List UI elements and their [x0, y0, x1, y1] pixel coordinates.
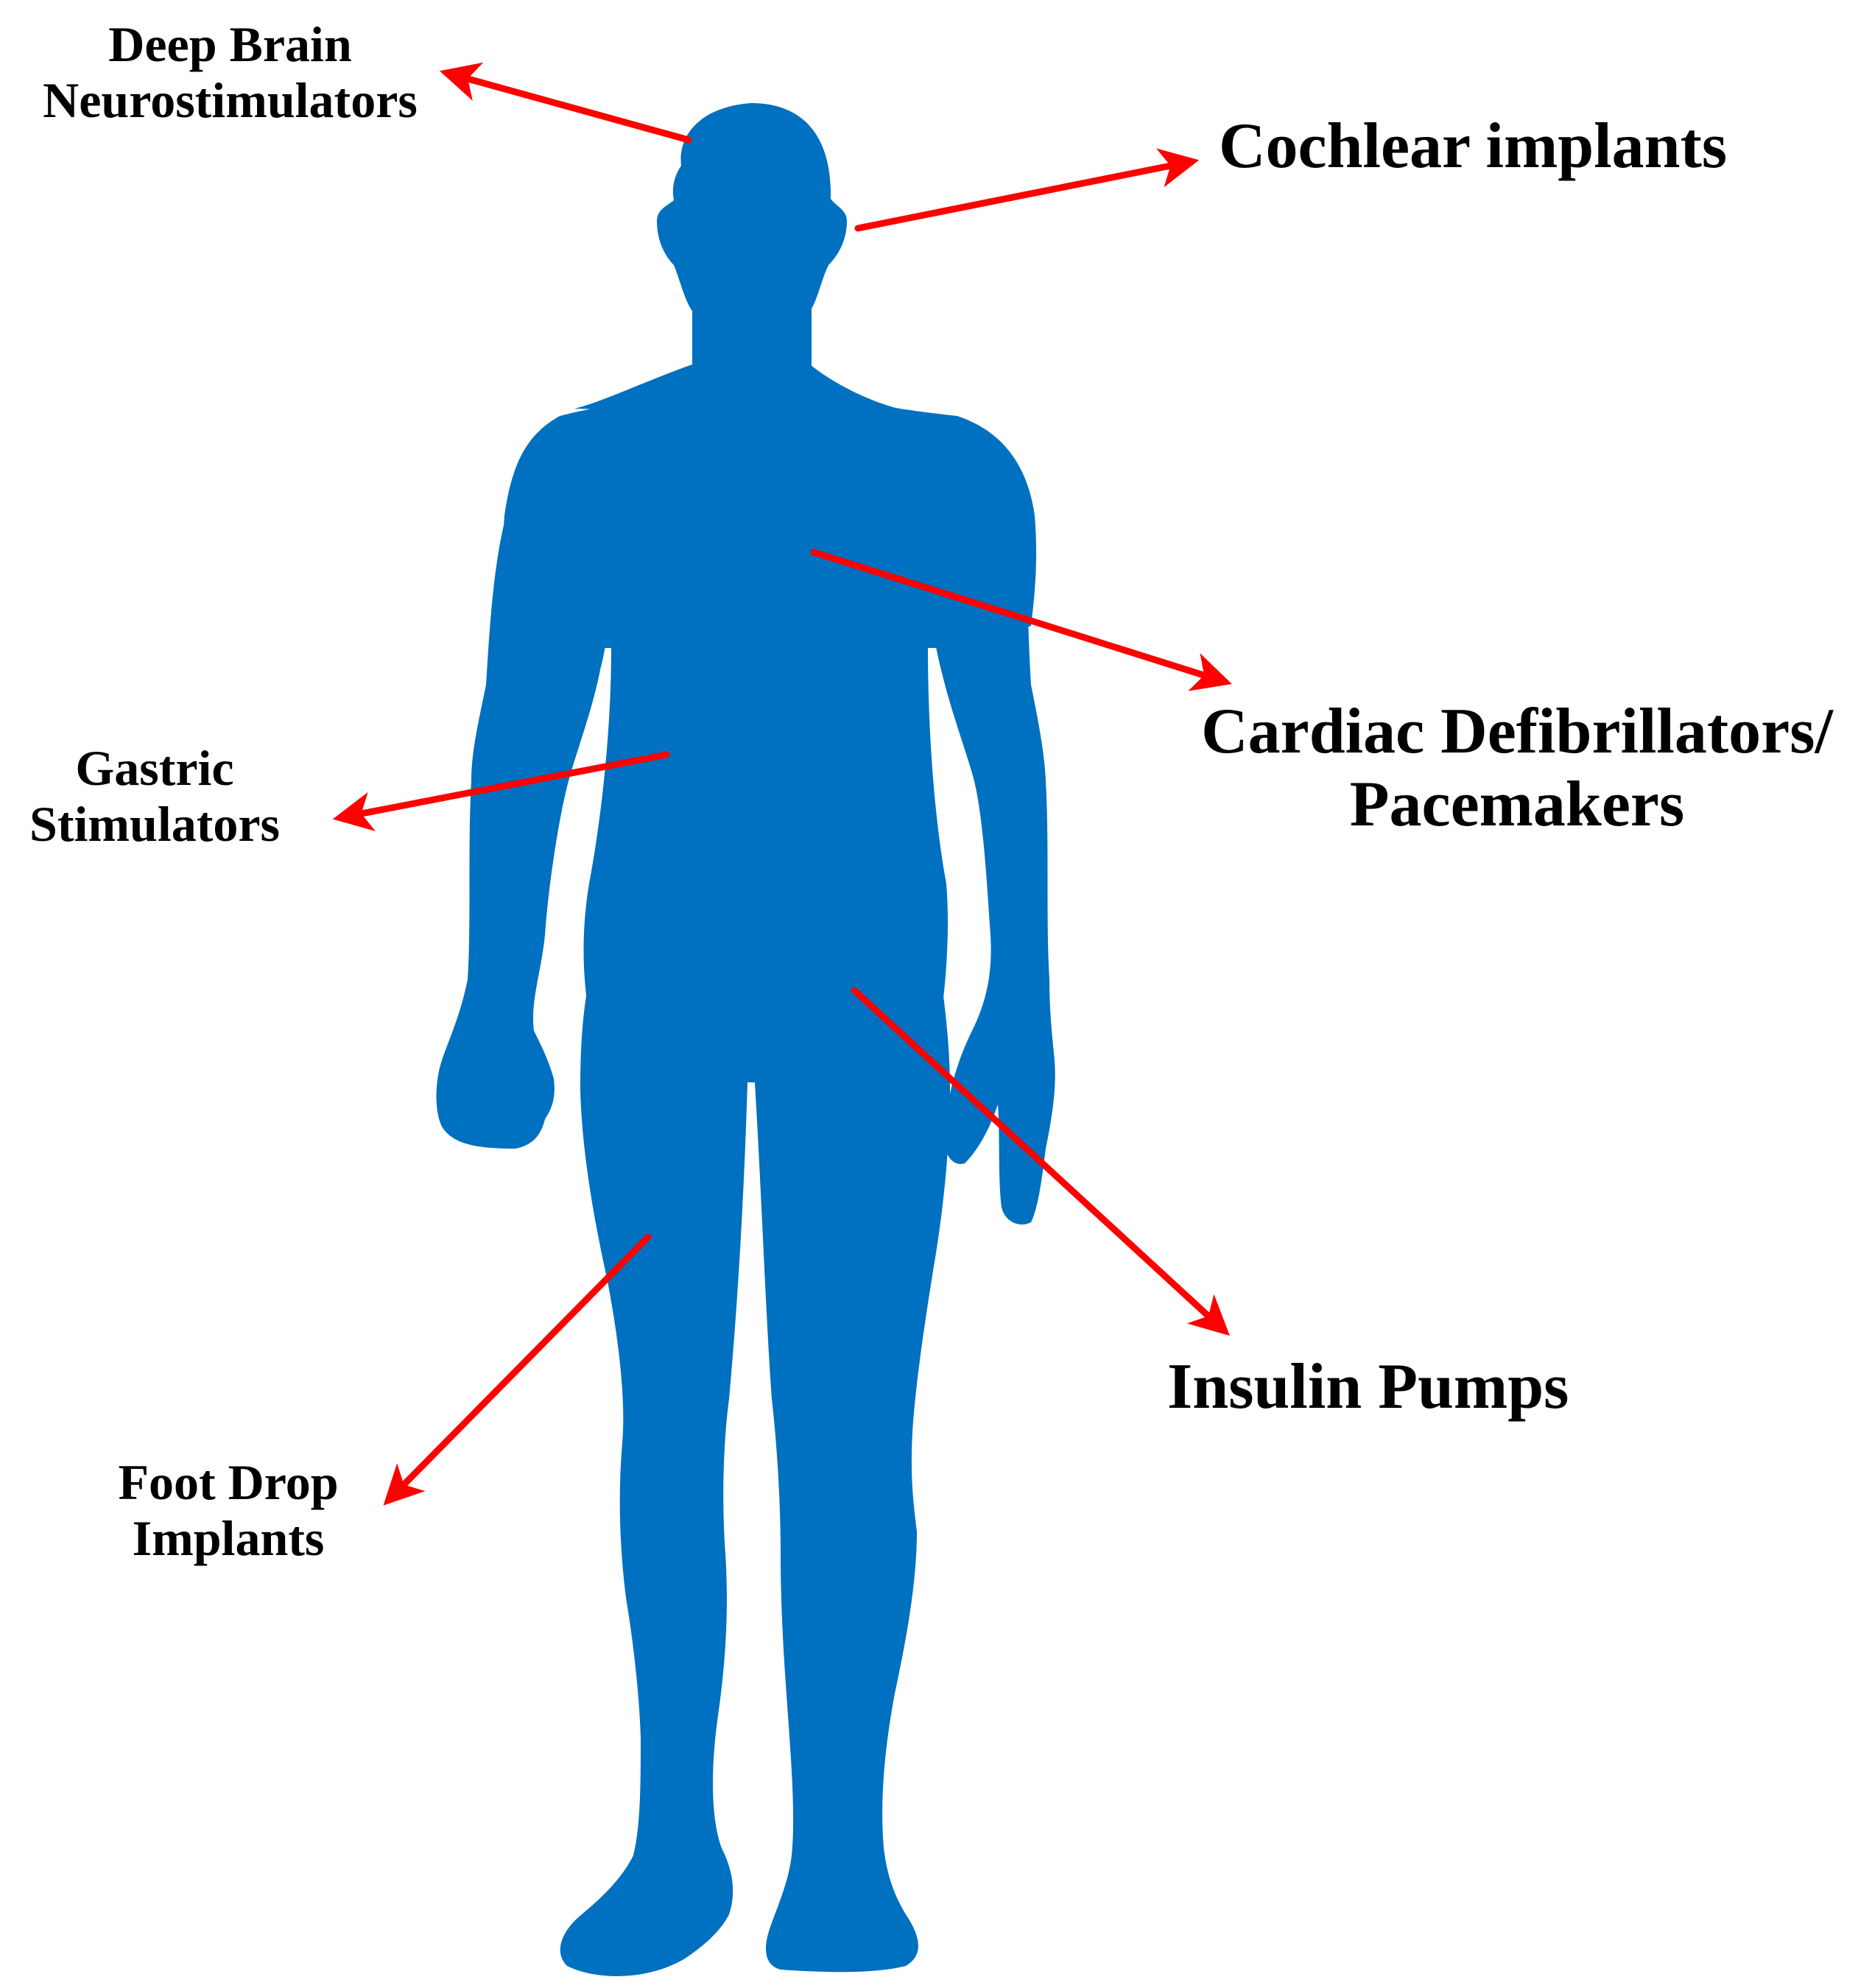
- label-gastric-line1: Gastric: [75, 740, 234, 796]
- human-body-silhouette: [436, 103, 1055, 1976]
- label-cochlear-line1: Cochlear implants: [1219, 110, 1728, 182]
- label-foot-drop: Foot Drop Implants: [88, 1454, 368, 1566]
- left-arm: [436, 508, 611, 1149]
- label-insulin: Insulin Pumps: [1167, 1351, 1569, 1424]
- label-cochlear: Cochlear implants: [1219, 110, 1727, 183]
- label-foot-drop-line2: Implants: [132, 1510, 325, 1567]
- label-gastric-line2: Stimulators: [29, 796, 280, 853]
- label-deep-brain-line1: Deep Brain: [108, 16, 352, 72]
- arrows: [332, 62, 1232, 1506]
- label-foot-drop-line1: Foot Drop: [118, 1454, 339, 1510]
- right-arm: [924, 508, 1055, 1225]
- label-cardiac-line2: Pacemakers: [1349, 768, 1685, 840]
- label-cardiac-line1: Cardiac Defibrillators/: [1201, 696, 1833, 767]
- arrow-cardiac: [810, 549, 1232, 691]
- arrow-insulin: [851, 987, 1230, 1336]
- head: [574, 103, 898, 412]
- arrow-deep-brain: [439, 62, 692, 144]
- label-insulin-line1: Insulin Pumps: [1167, 1351, 1569, 1423]
- arrow-foot-drop: [383, 1233, 652, 1506]
- label-cardiac: Cardiac Defibrillators/ Pacemakers: [1175, 696, 1859, 841]
- torso: [502, 383, 1037, 1016]
- arrow-gastric: [332, 751, 670, 831]
- label-gastric: Gastric Stimulators: [7, 740, 302, 852]
- label-deep-brain: Deep Brain Neurostimulators: [15, 16, 446, 128]
- label-deep-brain-line2: Neurostimulators: [43, 72, 418, 129]
- neck: [692, 295, 812, 390]
- arrow-cochlear: [854, 148, 1200, 232]
- legs: [560, 979, 950, 1976]
